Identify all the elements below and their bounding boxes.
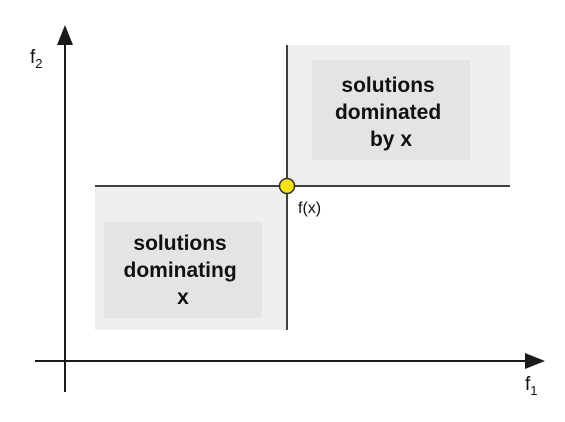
- dominating-region-label: solutions dominating x: [124, 232, 243, 309]
- dominated-region-inner: [312, 60, 470, 160]
- y-axis-label: f2: [30, 47, 43, 71]
- point-fx: [278, 177, 296, 195]
- dominated-region-label: solutions dominated by x: [335, 74, 447, 151]
- point-fx-label: f(x): [298, 200, 321, 217]
- x-axis-label: f1: [525, 374, 538, 398]
- dominating-region-inner: [104, 222, 262, 318]
